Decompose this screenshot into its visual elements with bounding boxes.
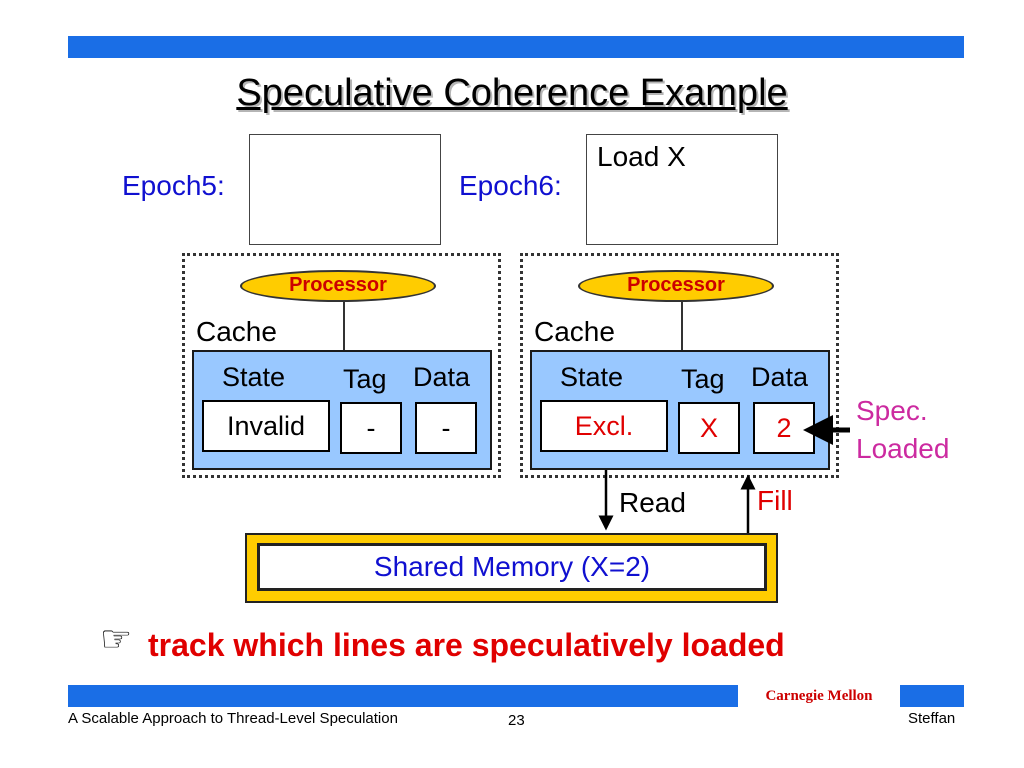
epoch6-box: Load X bbox=[586, 134, 778, 245]
cache-1-data-header: Data bbox=[413, 362, 471, 392]
fill-label: Fill bbox=[757, 485, 793, 516]
processor-1-link bbox=[343, 302, 345, 351]
cache-2-state-header: State bbox=[560, 362, 624, 392]
cache-1-state-cell: Invalid bbox=[202, 400, 330, 452]
spec-loaded-line2: Loaded bbox=[856, 433, 950, 464]
page-number: 23 bbox=[508, 712, 525, 729]
epoch6-label: Epoch6: bbox=[459, 170, 562, 201]
cache-1-tag-cell: - bbox=[340, 402, 402, 454]
cache-1-state-header: State bbox=[222, 362, 286, 392]
processor-2-link bbox=[681, 302, 683, 351]
epoch5-label: Epoch5: bbox=[122, 170, 225, 201]
cache-2-state-cell: Excl. bbox=[540, 400, 668, 452]
footer-right: Steffan bbox=[908, 710, 956, 727]
spec-loaded-note: Spec. Loaded bbox=[856, 392, 949, 468]
processor-group-2 bbox=[520, 253, 839, 478]
slide-title: Speculative Coherence Example bbox=[236, 72, 788, 114]
top-bar bbox=[68, 36, 964, 58]
epoch5-box bbox=[249, 134, 441, 245]
spec-loaded-line1: Spec. bbox=[856, 395, 928, 426]
footer-left: A Scalable Approach to Thread-Level Spec… bbox=[68, 710, 398, 727]
processor-group-1 bbox=[182, 253, 501, 478]
epoch6-text: Load X bbox=[597, 141, 686, 172]
processor-1: Processor bbox=[240, 270, 436, 302]
read-label: Read bbox=[619, 487, 686, 518]
processor-2: Processor bbox=[578, 270, 774, 302]
cache-2-tag-cell: X bbox=[678, 402, 740, 454]
cache-2-data-header: Data bbox=[751, 362, 809, 392]
cache-1-tag-header: Tag bbox=[343, 364, 387, 394]
cache-1-data-cell: - bbox=[415, 402, 477, 454]
pointing-hand-icon: ☞ bbox=[100, 618, 133, 659]
cache-1-label: Cache bbox=[196, 316, 277, 347]
cache-2-tag-header: Tag bbox=[681, 364, 725, 394]
shared-memory: Shared Memory (X=2) bbox=[257, 543, 767, 591]
carnegie-mellon-logo: Carnegie Mellon bbox=[738, 684, 900, 708]
cache-2-label: Cache bbox=[534, 316, 615, 347]
bullet-text: track which lines are speculatively load… bbox=[148, 627, 785, 663]
